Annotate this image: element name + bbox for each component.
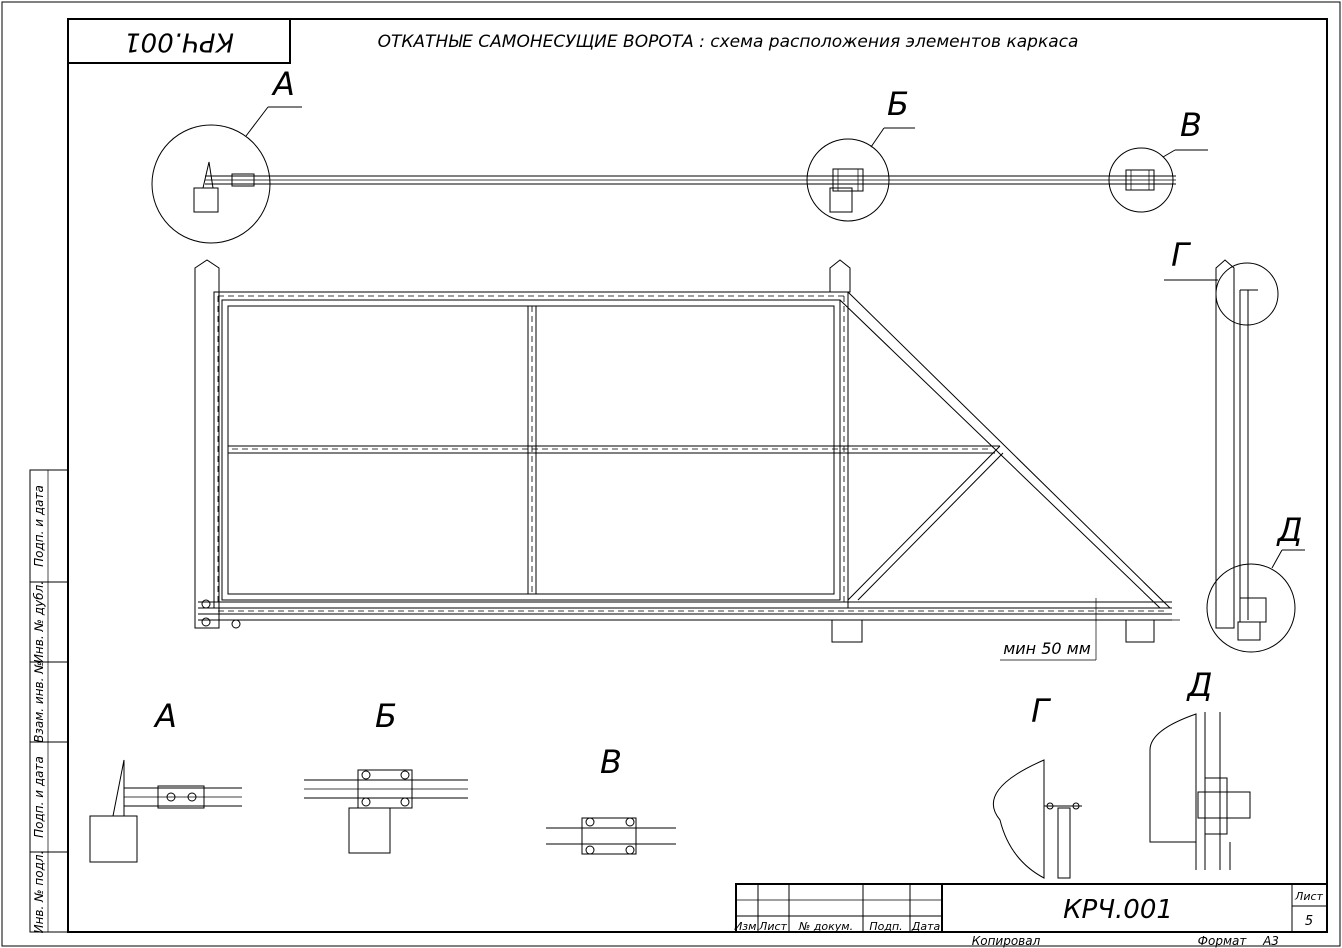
tb-header-date: Дата bbox=[911, 920, 941, 933]
sheet-title: ОТКАТНЫЕ САМОНЕСУЩИЕ ВОРОТА : схема расп… bbox=[378, 32, 1079, 52]
detail-v bbox=[546, 817, 676, 855]
top-plan-view bbox=[151, 106, 1208, 244]
main-frame bbox=[67, 18, 1328, 933]
callout-label-v: В bbox=[1180, 106, 1202, 144]
dimension-note: мин 50 мм bbox=[1003, 639, 1091, 658]
callout-circle-a bbox=[151, 124, 271, 244]
tb-sheet-label: Лист bbox=[1294, 890, 1323, 903]
callout-label-a: А bbox=[271, 65, 295, 103]
tb-header-change: Изм. bbox=[734, 920, 760, 933]
detail-b bbox=[304, 769, 468, 854]
gate-side-view bbox=[1164, 259, 1305, 653]
tb-code: КРЧ.001 bbox=[1063, 895, 1173, 925]
stamp-repl-inv: Взам. инв. № bbox=[32, 661, 46, 742]
tb-sheet-number: 5 bbox=[1305, 914, 1313, 929]
tb-header-sign: Подп. bbox=[869, 920, 902, 933]
detail-label-v: В bbox=[600, 743, 622, 781]
tb-header-doc: № докум. bbox=[798, 920, 853, 933]
code-box bbox=[67, 18, 291, 64]
tb-header-sheet: Лист bbox=[758, 920, 787, 933]
tb-copied: Копировал bbox=[972, 934, 1041, 948]
side-stamp bbox=[29, 469, 69, 933]
detail-d bbox=[1149, 712, 1251, 870]
gate-front-view bbox=[194, 259, 1180, 661]
detail-a bbox=[89, 759, 242, 863]
stamp-dup-inv: Инв. № дубл. bbox=[32, 581, 46, 663]
detail-label-d: Д bbox=[1186, 666, 1213, 704]
title-block bbox=[735, 883, 1328, 933]
detail-g bbox=[992, 759, 1082, 879]
code-upside-text: КРЧ.001 bbox=[124, 27, 234, 57]
stamp-sign-date-2: Подп. и дата bbox=[32, 756, 46, 838]
detail-label-g: Г bbox=[1031, 692, 1051, 730]
detail-label-b: Б bbox=[375, 697, 397, 735]
callout-label-g: Г bbox=[1171, 236, 1191, 274]
stamp-sign-date-1: Подп. и дата bbox=[32, 485, 46, 567]
callout-circle-d bbox=[1206, 563, 1296, 653]
callout-circle-v bbox=[1108, 147, 1174, 213]
tb-format-label: Формат bbox=[1198, 934, 1248, 948]
detail-label-a: А bbox=[153, 697, 177, 735]
callout-label-d: Д bbox=[1276, 511, 1303, 549]
callout-label-b: Б bbox=[887, 85, 909, 123]
tb-format-value: А3 bbox=[1262, 934, 1279, 948]
callout-circle-g bbox=[1215, 262, 1279, 326]
callout-circle-b bbox=[806, 138, 890, 222]
stamp-orig-inv: Инв. № подл. bbox=[32, 851, 46, 934]
